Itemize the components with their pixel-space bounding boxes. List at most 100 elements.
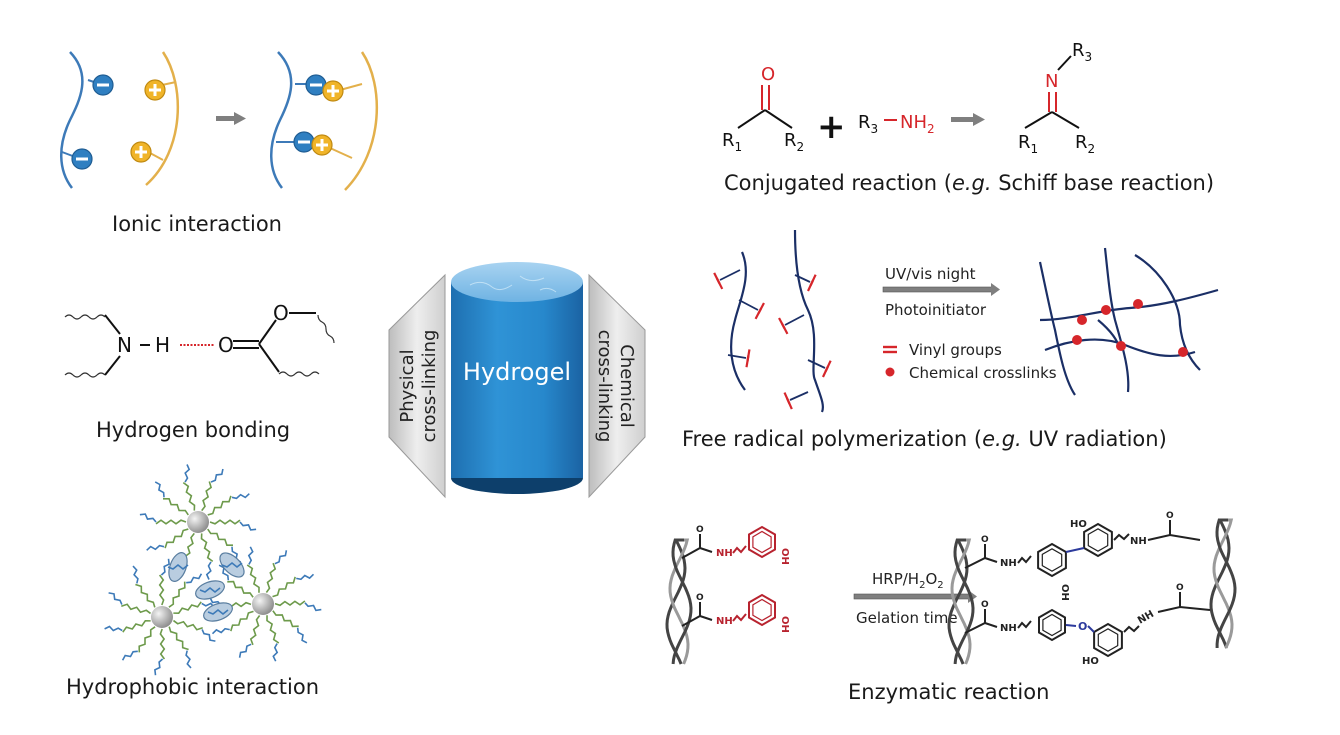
micelle-core (187, 511, 209, 533)
free-radical-caption: Free radical polymerization (e.g. UV rad… (682, 427, 1167, 451)
chemical-label: Chemical (616, 344, 637, 428)
atom-label: O (1166, 511, 1174, 521)
atom-label: NH (1000, 623, 1017, 634)
product-r3-label: R (1072, 40, 1085, 61)
schiff-base-diagram: O R1 R2 + R3 NH2 R3 N R1 R2 (722, 40, 1095, 156)
arrow-label-top: UV/vis night (885, 265, 976, 283)
atom-label: HO (1070, 519, 1087, 530)
polymer-chain (730, 251, 747, 391)
polymer-network-chain (1038, 261, 1076, 396)
enzymatic-caption: Enzymatic reaction (848, 680, 1050, 704)
plus-sign: + (817, 107, 846, 147)
atom-label: OH (779, 548, 790, 565)
biphenyl-link (1065, 547, 1085, 553)
hydrogel-cylinder-top (451, 262, 583, 302)
hydrophobic-interaction-caption: Hydrophobic interaction (66, 675, 320, 699)
free-radical-diagram: UV/vis night Photoinitiator Vinyl groups… (713, 229, 1219, 413)
atom-label: O (696, 593, 704, 603)
helix-strand (953, 538, 975, 665)
micelle-core (252, 593, 274, 615)
benzene-ring (1083, 522, 1113, 558)
ionic-interaction-caption: Ionic interaction (112, 212, 282, 236)
helix-strand (1215, 518, 1237, 648)
vinyl-group-icon (809, 274, 817, 287)
svg-text:R3: R3 (1072, 40, 1092, 64)
atom-label: O (981, 535, 989, 545)
positive-charge-icon (144, 79, 166, 101)
micelle-core (151, 606, 173, 628)
svg-text:R3: R3 (858, 112, 878, 136)
carbonyl-oxygen-atom: O (218, 333, 234, 357)
positive-charge-icon (322, 80, 344, 102)
ether-link (1065, 624, 1077, 627)
hydrogen-bonding-diagram: N H O O (64, 301, 335, 378)
reaction-arrow-icon (882, 283, 1000, 296)
atom-label: O (1176, 583, 1184, 593)
physical-crosslinking-panel (388, 273, 446, 499)
benzene-ring (1093, 622, 1123, 658)
polymer-network-chain (1134, 254, 1201, 371)
cross-linking-label-right: cross-linking (594, 330, 615, 443)
benzene-ring (748, 525, 776, 559)
arrow-label-top: HRP/H2O2 (872, 570, 944, 591)
polymer-chain-cationic (145, 51, 179, 186)
hydrogen-bonding-caption: Hydrogen bonding (96, 418, 291, 442)
helix-strand (665, 539, 687, 665)
cross-linking-label-left: cross-linking (419, 330, 440, 443)
arrow-label-bottom: Gelation time (856, 609, 958, 627)
physical-label: Physical (397, 349, 418, 422)
nitrogen-atom: N (117, 333, 132, 357)
helix-strand (1212, 518, 1234, 649)
schiff-base-caption: Conjugated reaction (e.g. Schiff base re… (724, 171, 1215, 195)
r1-label: R (722, 130, 735, 151)
crosslink-dot (1178, 347, 1188, 357)
atom-label: NH (716, 548, 733, 559)
hydrophobic-interaction-diagram (104, 464, 322, 676)
vinyl-group-icon (780, 322, 789, 335)
helix-strand (671, 538, 693, 665)
atom-label: NH (1130, 536, 1147, 547)
polymer-chain-anionic (60, 51, 84, 189)
atom-label: NH (716, 616, 733, 627)
svg-text:R1: R1 (1018, 132, 1038, 156)
polymer-network-chain (1103, 247, 1130, 393)
vinyl-group-legend-icon (883, 345, 897, 354)
imine-nitrogen: N (1045, 71, 1058, 92)
crosslink-dot (1072, 335, 1082, 345)
ionic-interaction-diagram (60, 51, 378, 191)
positive-charge-icon (130, 141, 152, 163)
vinyl-group-icon (785, 397, 793, 410)
polymer-network-chain (1039, 288, 1219, 322)
crosslink-legend-icon (885, 367, 895, 377)
product-r2-label: R (1075, 132, 1088, 153)
hydrophobic-domain (168, 552, 188, 582)
positive-charge-icon (311, 134, 333, 156)
atom-label: NH (1136, 609, 1156, 627)
polymer-chain (793, 229, 824, 413)
crosslink-dot (1116, 341, 1126, 351)
helix-strand (950, 538, 972, 665)
vinyl-group-icon (757, 302, 765, 315)
svg-text:R1: R1 (722, 130, 742, 154)
svg-text:R2: R2 (1075, 132, 1095, 156)
hydrogel-label: Hydrogel (463, 358, 571, 386)
atom-label: O (1078, 620, 1087, 633)
crosslink-dot (1077, 315, 1087, 325)
ether-link (1087, 625, 1095, 633)
vinyl-group-icon (746, 349, 751, 362)
chemical-crosslinking-panel (588, 273, 646, 499)
hydrophobic-domain (195, 580, 225, 600)
helix-strand (668, 538, 690, 665)
helix-strand (947, 539, 969, 665)
reaction-arrow-icon (951, 113, 985, 126)
amine-group: NH (900, 112, 927, 133)
ester-oxygen-atom: O (273, 301, 289, 325)
r2-label: R (784, 130, 797, 151)
arrow-label-bottom: Photoinitiator (885, 301, 987, 319)
legend-label-crosslink: Chemical crosslinks (909, 364, 1057, 382)
vinyl-group-icon (824, 360, 832, 373)
r3-label: R (858, 112, 871, 133)
hydrogen-atom: H (155, 333, 170, 357)
atom-label: O (696, 525, 704, 535)
